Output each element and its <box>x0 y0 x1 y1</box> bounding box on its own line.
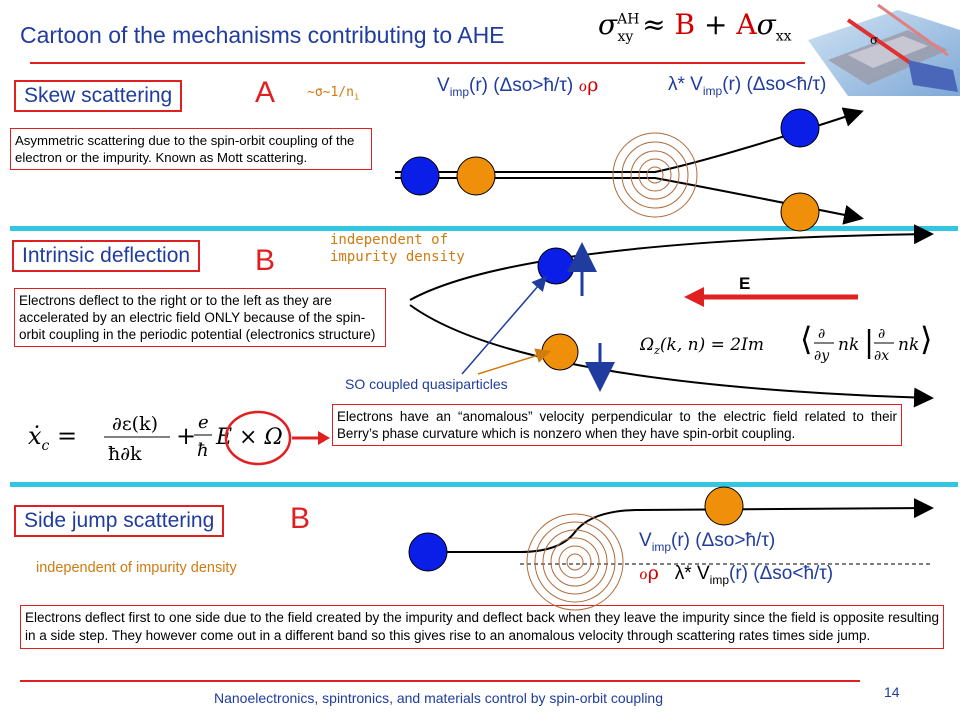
side-jump-letter: B <box>290 502 311 535</box>
footer-text: Nanoelectronics, spintronics, and materi… <box>214 690 663 706</box>
page-title: Cartoon of the mechanisms contributing t… <box>20 22 505 48</box>
sj-eq1-sub: imp <box>651 539 672 554</box>
berry-partial-x-bottom: ∂x <box>874 348 889 364</box>
berry-nk-1: nk <box>838 335 859 355</box>
skew-eq-right-rest: (r) (Δso<ħ/τ) <box>722 74 827 95</box>
velocity-xc: ẋc = <box>28 422 77 454</box>
velocity-num: ∂ε(k) <box>112 413 158 435</box>
sj-eq2-sym: ℴρ <box>639 562 659 584</box>
skew-scattered-blue <box>780 108 820 148</box>
intrinsic-electron-blue <box>537 247 575 285</box>
intrinsic-electron-orange <box>541 333 579 371</box>
velocity-plus: + <box>176 422 196 450</box>
skew-description: Asymmetric scattering due to the spin-or… <box>10 128 372 170</box>
header-divider <box>30 62 805 64</box>
page-number: 14 <box>884 684 900 700</box>
skew-scaling-text: ~σ~1/n <box>307 85 354 100</box>
berry-bracket-right: ⟩ <box>920 320 932 358</box>
skew-equation-right: λ* Vimp(r) (Δso<ħ/τ) <box>668 74 826 98</box>
so-pointer-blue <box>461 275 547 375</box>
skew-impurity-rings <box>612 132 698 218</box>
electric-field-arrowhead <box>684 287 704 307</box>
footer-divider <box>20 680 860 682</box>
intrinsic-description: Electrons deflect to the right or to the… <box>14 288 386 347</box>
intrinsic-note: independent of impurity density <box>330 232 465 265</box>
sj-eq1-rest: (r) (Δso>ħ/τ) <box>671 530 776 551</box>
skew-eq-right-prefix: λ* V <box>668 74 703 95</box>
skew-letter: A <box>255 76 276 109</box>
side-jump-electron-orange <box>704 486 744 526</box>
formula-sigma: σ <box>598 8 618 41</box>
velocity-formula: ẋc = ∂ε(k) ħ∂k + e ħ E × Ω <box>28 410 330 466</box>
side-jump-description: Electrons deflect first to one side due … <box>20 605 944 649</box>
berry-omega: Ωz(k, n) = 2Im <box>639 335 764 357</box>
ahe-formula: σAHxy ≈ B + Aσxx <box>598 8 792 45</box>
formula-sub: xy <box>617 28 634 45</box>
berry-partial-y-top: ∂ <box>818 326 825 342</box>
berry-partial-y-bottom: ∂y <box>814 348 830 364</box>
berry-curvature-formula: Ωz(k, n) = 2Im ⟨ ∂ ∂y nk | ∂ ∂x nk ⟩ <box>639 320 932 364</box>
skew-upper-path <box>395 107 864 173</box>
skew-electron-orange <box>456 156 496 196</box>
formula-sigma-sub: xx <box>775 28 792 45</box>
velocity-e: e <box>198 412 209 433</box>
section-divider-2 <box>10 482 958 487</box>
skew-scattering-label: Skew scattering <box>14 80 183 112</box>
skew-scaling: ~σ~1/ni <box>307 84 359 107</box>
intrinsic-deflection-label: Intrinsic deflection <box>12 240 201 272</box>
sj-eq2-prefix: λ* V <box>674 563 710 584</box>
omega-pointer-head <box>318 431 330 445</box>
side-jump-label: Side jump scattering <box>14 505 225 537</box>
formula-b: B <box>674 8 696 41</box>
formula-a: A <box>736 8 757 41</box>
skew-equation-left: Vimp(r) (Δso>ħ/τ) ℴρ <box>437 74 598 99</box>
skew-eq-left-sym: ℴρ <box>578 74 599 96</box>
side-jump-electron-blue <box>408 532 448 572</box>
so-quasiparticles-label: SO coupled quasiparticles <box>345 376 508 392</box>
device-illustration: σ <box>808 0 960 96</box>
skew-eq-left-sub: imp <box>449 84 470 99</box>
skew-eq-right-sub: imp <box>702 83 723 98</box>
side-jump-impurity-rings <box>526 513 624 611</box>
velocity-hbar: ħ <box>197 440 209 461</box>
sj-eq1-v: V <box>639 530 652 551</box>
formula-plus: + <box>704 8 728 41</box>
omega-highlight-circle <box>224 410 292 466</box>
skew-trajectories <box>395 107 864 232</box>
berry-nk-2: nk <box>898 335 919 355</box>
velocity-den: ħ∂k <box>108 443 142 465</box>
skew-eq-left-v: V <box>437 75 450 96</box>
skew-eq-left-rest: (r) (Δso>ħ/τ) <box>469 75 574 96</box>
skew-scaling-sub: i <box>353 92 360 103</box>
skew-lower-path <box>395 177 864 225</box>
velocity-cross: E × Ω <box>215 425 283 450</box>
intrinsic-letter: B <box>255 244 276 277</box>
section-divider-1 <box>10 226 958 231</box>
side-jump-equation-1: Vimp(r) (Δso>ħ/τ) <box>639 530 775 554</box>
formula-sigma-xx: σ <box>756 8 776 41</box>
berry-pipe: | <box>864 325 874 360</box>
skew-electron-blue <box>400 156 440 196</box>
anomalous-velocity-description: Electrons have an “anomalous” velocity p… <box>332 404 902 446</box>
berry-bracket-left: ⟨ <box>800 320 812 358</box>
so-pointer-orange <box>477 348 551 375</box>
electric-field-label: E <box>739 274 751 293</box>
sj-eq2-sub: imp <box>709 572 729 587</box>
berry-partial-x-top: ∂ <box>878 326 885 342</box>
device-sigma-label: σ <box>870 33 878 47</box>
side-jump-note: independent of impurity density <box>36 560 237 576</box>
formula-sup: AH <box>617 11 640 28</box>
side-jump-equation-2: ℴρ λ* Vimp(r) (Δso<ħ/τ) <box>639 562 833 587</box>
formula-approx: ≈ <box>642 8 666 41</box>
sj-eq2-rest: (r) (Δso<ħ/τ) <box>729 563 834 584</box>
